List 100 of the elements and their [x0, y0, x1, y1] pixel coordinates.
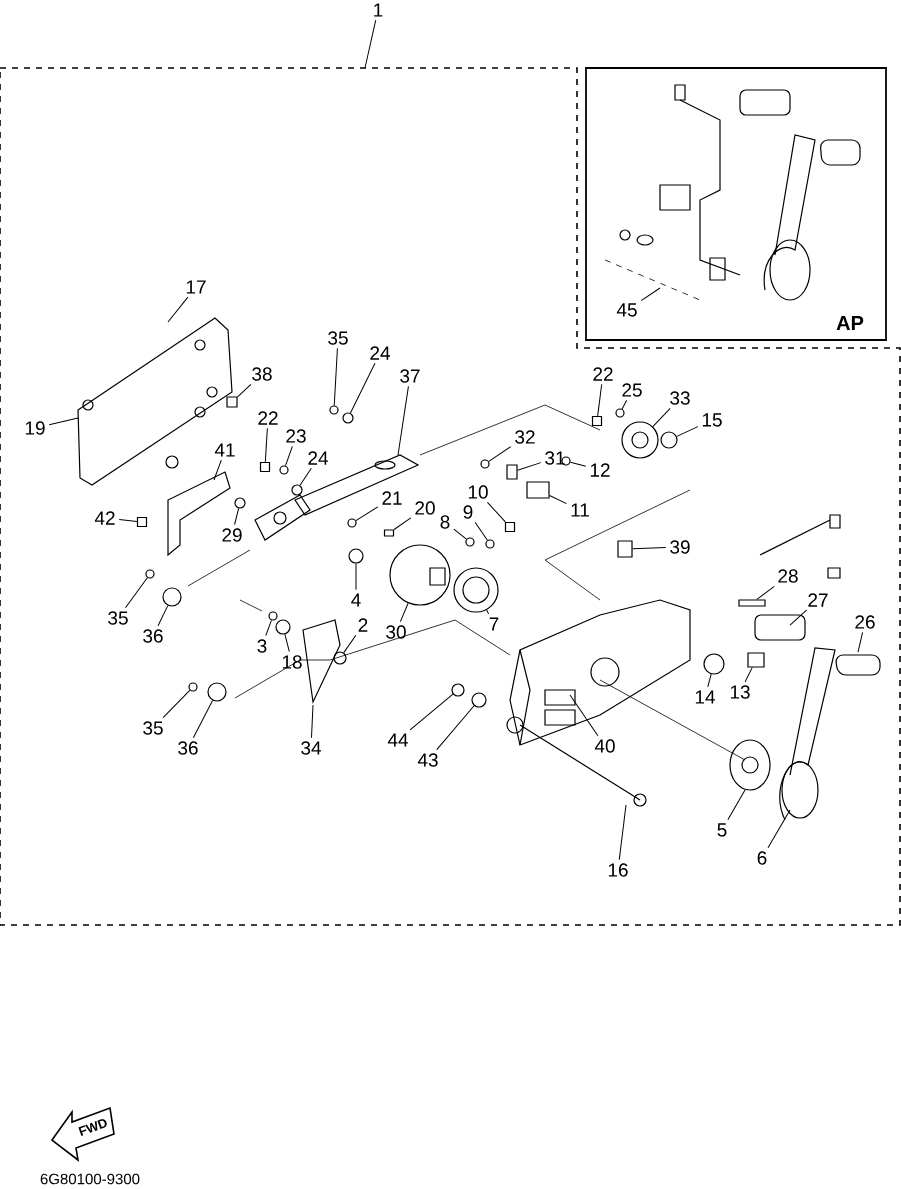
callout-number: 27 — [808, 593, 828, 607]
leader-line — [234, 507, 240, 526]
part-drawing — [291, 484, 303, 496]
callout-number: 22 — [593, 367, 613, 381]
leader-line — [569, 461, 587, 467]
part-drawing — [485, 539, 495, 549]
inset-label: AP — [836, 316, 864, 330]
leader-line — [857, 631, 864, 653]
part-drawing — [480, 459, 490, 469]
leader-line — [488, 446, 512, 462]
leader-line — [285, 445, 293, 467]
part-drawing — [145, 569, 155, 579]
callout-number: 14 — [695, 690, 715, 704]
callout-number: 2 — [358, 618, 368, 632]
callout-number: 24 — [370, 346, 390, 360]
leader-line — [676, 426, 699, 437]
leader-line — [597, 383, 603, 417]
callout-number: 44 — [387, 733, 408, 747]
leader-line — [118, 519, 138, 522]
callout-number: 38 — [252, 367, 272, 381]
callout-number: 10 — [468, 485, 488, 499]
leader-line — [393, 517, 412, 530]
part-drawing — [451, 683, 465, 697]
leader-line — [162, 689, 191, 719]
leader-line — [453, 528, 467, 540]
leader-line — [311, 704, 314, 739]
callout-number: 40 — [594, 739, 615, 753]
leader-line — [640, 287, 661, 302]
leader-line — [707, 673, 712, 688]
part-drawing — [383, 529, 395, 537]
part-drawing — [389, 544, 451, 606]
callout-number: 41 — [214, 443, 235, 457]
callout-number: 26 — [855, 615, 875, 629]
part-drawing — [703, 653, 725, 675]
callout-number: 4 — [351, 593, 361, 607]
part-drawing — [506, 464, 518, 480]
part-drawing — [268, 611, 278, 621]
callout-number: 36 — [178, 741, 198, 755]
part-drawing — [162, 587, 182, 607]
part-drawing — [465, 537, 475, 547]
part-drawing — [617, 540, 633, 558]
leader-line — [157, 605, 169, 627]
callout-number: 35 — [328, 331, 348, 345]
callout-number: 12 — [590, 463, 610, 477]
leader-line — [474, 521, 488, 541]
leader-line — [167, 296, 189, 323]
callout-number: 22 — [258, 411, 278, 425]
leader-line — [364, 19, 377, 69]
part-drawing — [226, 396, 238, 408]
leader-line — [355, 563, 357, 591]
callout-number: 39 — [670, 540, 690, 554]
part-drawing — [471, 692, 487, 708]
leader-line — [355, 506, 379, 522]
leader-line — [264, 427, 268, 463]
leader-line — [652, 407, 671, 428]
leader-line — [333, 347, 338, 406]
callout-number: 29 — [222, 528, 242, 542]
part-drawing — [275, 619, 291, 635]
part-drawing — [333, 651, 347, 665]
leader-line — [192, 700, 214, 739]
arrow-label: FWD — [78, 1119, 107, 1136]
leader-line — [618, 804, 627, 861]
leader-line — [399, 602, 409, 623]
callout-number: 37 — [400, 369, 420, 383]
callout-number: 32 — [515, 430, 535, 444]
leader-line — [436, 705, 475, 751]
leader-line — [48, 417, 79, 426]
leader-line — [213, 459, 222, 481]
leader-line — [265, 619, 272, 637]
leader-line — [299, 467, 312, 486]
callout-number: 45 — [616, 303, 637, 317]
part-drawing — [591, 415, 603, 427]
part-drawing — [329, 405, 339, 415]
part-drawing — [615, 408, 625, 418]
leader-line — [284, 633, 290, 653]
part-drawing — [526, 481, 550, 499]
part-drawing — [279, 465, 289, 475]
part-drawing — [738, 599, 766, 607]
callout-number: 23 — [286, 429, 306, 443]
callout-number: 33 — [670, 391, 690, 405]
leader-line — [727, 789, 746, 821]
callout-number: 16 — [608, 863, 628, 877]
part-drawing — [660, 431, 678, 449]
leader-line — [397, 385, 409, 456]
callout-number: 5 — [717, 823, 727, 837]
leader-line — [517, 462, 542, 471]
callout-number: 13 — [730, 685, 750, 699]
callout-number: 1 — [374, 3, 383, 17]
callout-number: 17 — [186, 280, 206, 294]
leader-line — [621, 399, 628, 410]
callout-number: 43 — [417, 753, 438, 767]
part-drawing — [259, 461, 271, 473]
leader-line — [486, 501, 506, 523]
part-drawing — [348, 548, 364, 564]
leader-line — [632, 547, 667, 550]
leader-line — [237, 383, 252, 398]
leader-line — [343, 634, 357, 654]
callout-number: 19 — [25, 421, 45, 435]
callout-number: 42 — [94, 511, 115, 525]
callout-number: 20 — [415, 501, 435, 515]
